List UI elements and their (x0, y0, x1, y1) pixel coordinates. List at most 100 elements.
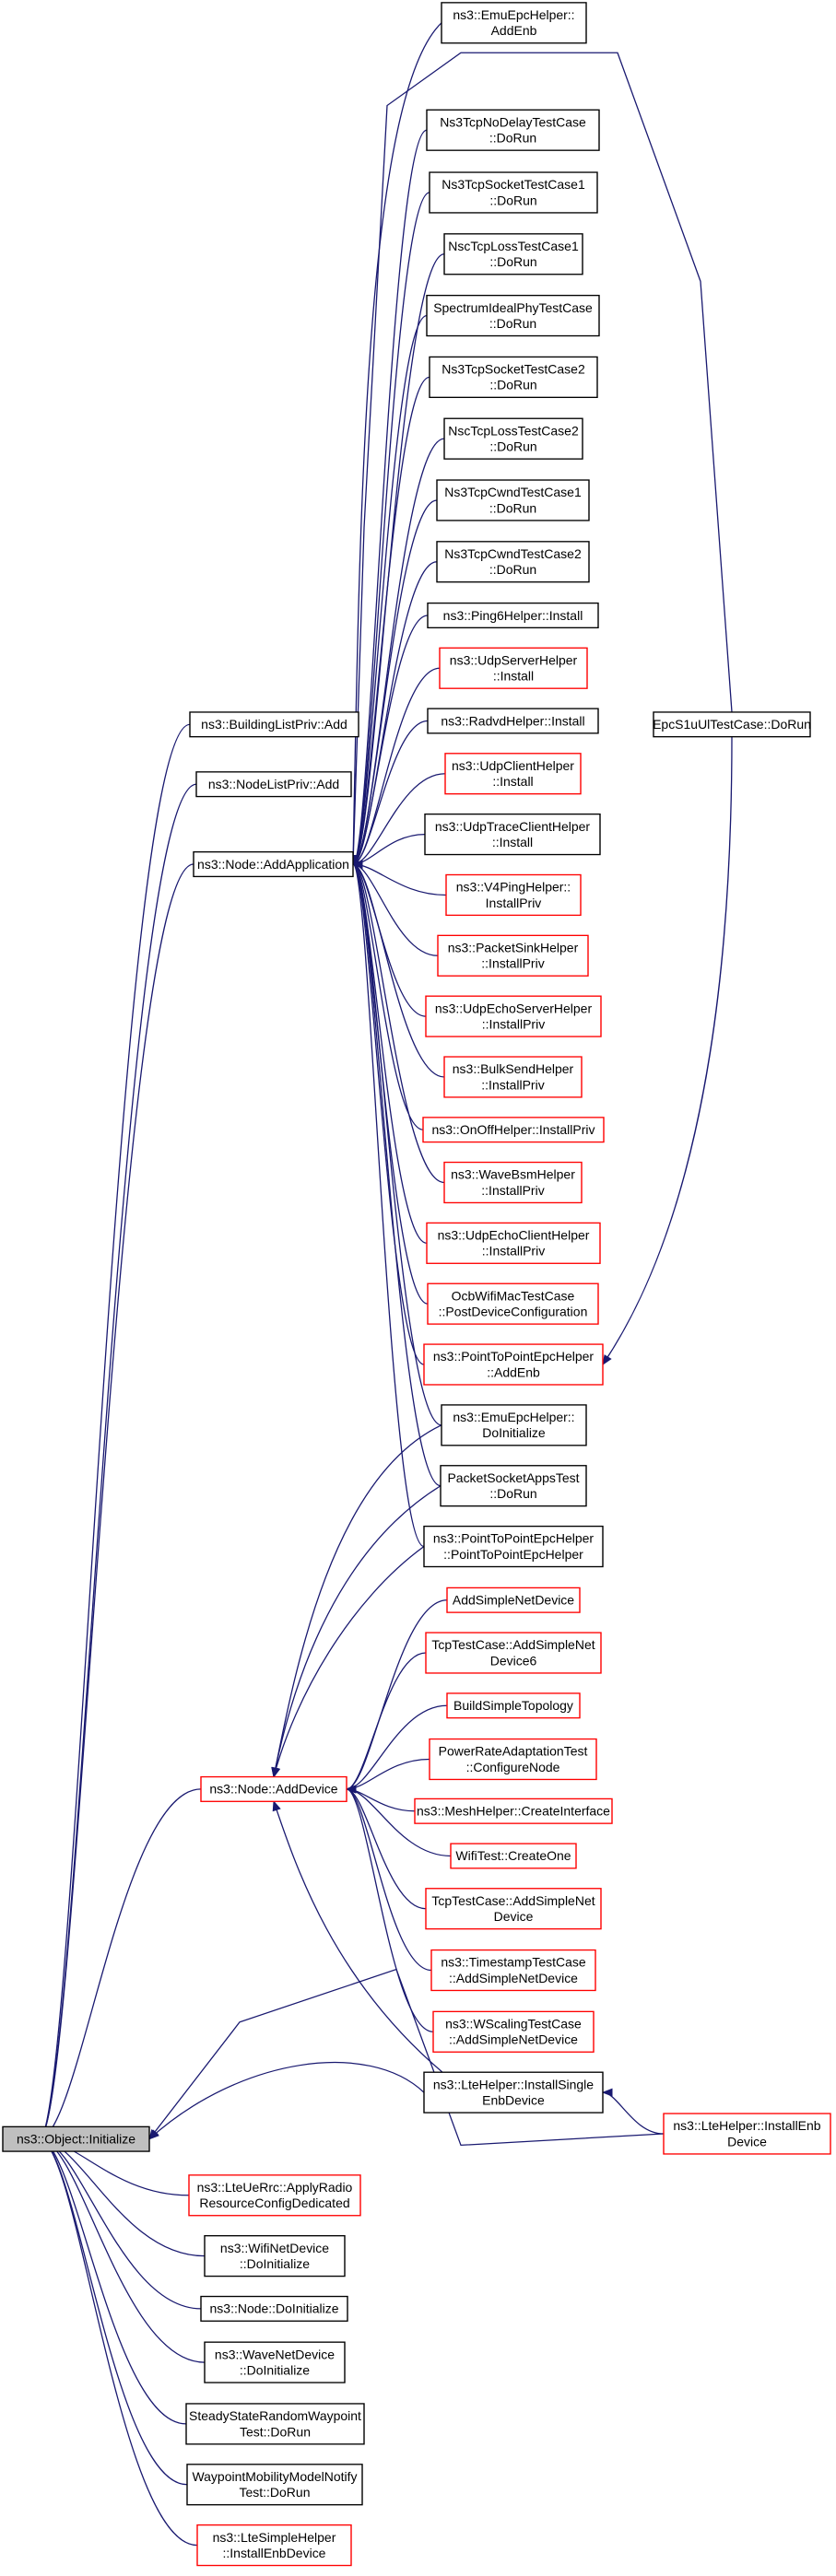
node-emuaddenb[interactable]: ns3::EmuEpcHelper::AddEnb (441, 2, 587, 44)
node-addsimplenet[interactable]: AddSimpleNetDevice (446, 1587, 581, 1613)
node-box (423, 1525, 604, 1568)
node-box (436, 479, 590, 521)
node-box (195, 771, 352, 798)
node-radvd[interactable]: ns3::RadvdHelper::Install (427, 708, 599, 734)
edge-packetsocket-to-adddevice (271, 1485, 442, 1778)
node-box (422, 1117, 605, 1143)
node-box (426, 109, 600, 151)
node-label: ::InstallPriv (481, 957, 545, 971)
node-box (445, 873, 582, 917)
node-nsctcploss2[interactable]: NscTcpLossTestCase2::DoRun (443, 417, 583, 460)
node-init[interactable]: ns3::Object::Initialize (2, 2125, 150, 2152)
node-label: ::DoRun (489, 132, 536, 146)
node-p2pepcctor[interactable]: ns3::PointToPointEpcHelper::PointToPoint… (423, 1525, 604, 1568)
node-bulksend[interactable]: ns3::BulkSendHelper::InstallPriv (443, 1056, 583, 1098)
node-tcpaddsimple[interactable]: TcpTestCase::AddSimpleNetDevice (425, 1888, 602, 1930)
node-box (429, 1738, 597, 1781)
node-wifitest[interactable]: WifiTest::CreateOne (450, 1843, 577, 1869)
node-label: Ns3TcpCwndTestCase1 (444, 486, 581, 499)
node-label: ::Install (492, 775, 533, 789)
node-spectrumideal[interactable]: SpectrumIdealPhyTestCase::DoRun (426, 294, 600, 337)
node-udptrace[interactable]: ns3::UdpTraceClientHelper::Install (424, 813, 601, 856)
node-box (424, 813, 601, 856)
node-label: SteadyStateRandomWaypoint (189, 2409, 361, 2423)
node-box (663, 2113, 831, 2155)
node-buildsimple[interactable]: BuildSimpleTopology (446, 1692, 581, 1719)
node-ns3tcpcwnd1[interactable]: Ns3TcpCwndTestCase1::DoRun (436, 479, 590, 521)
node-lteinstallenb[interactable]: ns3::LteHelper::InstallEnbDevice (663, 2113, 831, 2155)
node-addapp[interactable]: ns3::Node::AddApplication (193, 851, 354, 878)
node-nodedoinit[interactable]: ns3::Node::DoInitialize (200, 2295, 348, 2322)
node-label: ns3::UdpServerHelper (450, 654, 578, 668)
node-ocbwifi[interactable]: OcbWifiMacTestCase::PostDeviceConfigurat… (427, 1282, 599, 1325)
node-epcs1ul[interactable]: EpcS1uUlTestCase::DoRun (653, 711, 811, 738)
node-box (430, 1949, 596, 1992)
node-wavebsm[interactable]: ns3::WaveBsmHelper::InstallPriv (443, 1161, 583, 1204)
node-ns3tcpcwnd2[interactable]: Ns3TcpCwndTestCase2::DoRun (436, 541, 590, 583)
node-label: ns3::TimestampTestCase (441, 1956, 585, 1970)
node-ns3tcpnodelay[interactable]: Ns3TcpNoDelayTestCase::DoRun (426, 109, 600, 151)
node-box (427, 1282, 599, 1325)
node-packetsink[interactable]: ns3::PacketSinkHelper::InstallPriv (437, 934, 589, 977)
node-label: ::DoRun (489, 563, 536, 577)
edge-adddevice-to-init (38, 1788, 202, 2144)
node-ltesimple[interactable]: ns3::LteSimpleHelper::InstallEnbDevice (196, 2523, 352, 2567)
node-udpserver[interactable]: ns3::UdpServerHelper::Install (439, 647, 588, 689)
edge-arrowhead (345, 1785, 357, 1794)
node-adddevice[interactable]: ns3::Node::AddDevice (200, 1775, 347, 1802)
node-wscaling[interactable]: ns3::WScalingTestCase::AddSimpleNetDevic… (432, 2010, 595, 2053)
node-label: TcpTestCase::AddSimpleNet (431, 1638, 595, 1652)
node-wavenetdev[interactable]: ns3::WaveNetDevice::DoInitialize (204, 2341, 346, 2383)
node-label: Ns3TcpNoDelayTestCase (440, 116, 586, 130)
node-label: Device (494, 1910, 534, 1924)
node-ns3tcpsocket1[interactable]: Ns3TcpSocketTestCase1::DoRun (429, 171, 598, 214)
node-label: ResourceConfigDedicated (199, 2196, 349, 2210)
node-ping6[interactable]: ns3::Ping6Helper::Install (427, 602, 599, 629)
node-lteuerrc[interactable]: ns3::LteUeRrc::ApplyRadioResourceConfigD… (188, 2174, 361, 2217)
edge-lteinstallenb-to-init (148, 1968, 665, 2147)
edges-layer (38, 22, 733, 2547)
node-nodelist[interactable]: ns3::NodeListPriv::Add (195, 771, 352, 798)
node-udpechoclient[interactable]: ns3::UdpEchoClientHelper::InstallPriv (426, 1222, 601, 1264)
node-emudoinit[interactable]: ns3::EmuEpcHelper::DoInitialize (441, 1404, 587, 1446)
node-label: ::Install (492, 836, 533, 849)
node-label: ns3::Ping6Helper::Install (443, 609, 583, 623)
edge-ocbwifi-to-addapp (351, 860, 429, 1305)
node-label: TcpTestCase::AddSimpleNet (431, 1894, 595, 1908)
node-udpclient[interactable]: ns3::UdpClientHelper::Install (444, 753, 582, 795)
node-p2pepcaddenb[interactable]: ns3::PointToPointEpcHelper::AddEnb (423, 1343, 604, 1386)
node-label: Test::DoRun (240, 2426, 311, 2440)
node-buildinglist[interactable]: ns3::BuildingListPriv::Add (189, 711, 359, 738)
node-label: ns3::EmuEpcHelper:: (453, 1411, 574, 1424)
node-packetsocket[interactable]: PacketSocketAppsTest::DoRun (440, 1465, 587, 1507)
node-box (189, 711, 359, 738)
node-label: ns3::Node::AddDevice (209, 1783, 337, 1797)
node-box (427, 602, 599, 629)
node-ns3tcpsocket2[interactable]: Ns3TcpSocketTestCase2::DoRun (429, 356, 598, 398)
node-onoff[interactable]: ns3::OnOffHelper::InstallPriv (422, 1117, 605, 1143)
node-label: EnbDevice (482, 2094, 545, 2108)
node-meshhelper[interactable]: ns3::MeshHelper::CreateInterface (414, 1797, 613, 1824)
node-nsctcploss1[interactable]: NscTcpLossTestCase1::DoRun (443, 233, 583, 275)
edge-wavenetdev-to-init (38, 2135, 206, 2363)
node-label: ns3::UdpEchoServerHelper (435, 1002, 593, 1016)
edge-lteinstallsingle-to-adddevice (272, 1800, 443, 2073)
node-v4ping[interactable]: ns3::V4PingHelper::InstallPriv (445, 873, 582, 917)
node-udpechoserver[interactable]: ns3::UdpEchoServerHelper::InstallPriv (425, 995, 602, 1037)
node-label: ::ConfigureNode (466, 1761, 560, 1774)
node-label: ns3::NodeListPriv::Add (208, 778, 339, 791)
node-box (425, 1888, 602, 1930)
node-label: ns3::Node::AddApplication (197, 858, 349, 872)
edge-lteinstallsingle-to-init (148, 2062, 425, 2140)
node-box (439, 647, 588, 689)
node-box (443, 417, 583, 460)
node-label: ::DoRun (489, 317, 536, 331)
node-wifinetdev[interactable]: ns3::WifiNetDevice::DoInitialize (204, 2235, 346, 2277)
node-timestamp[interactable]: ns3::TimestampTestCase::AddSimpleNetDevi… (430, 1949, 596, 1992)
node-powerrate[interactable]: PowerRateAdaptationTest::ConfigureNode (429, 1738, 597, 1781)
